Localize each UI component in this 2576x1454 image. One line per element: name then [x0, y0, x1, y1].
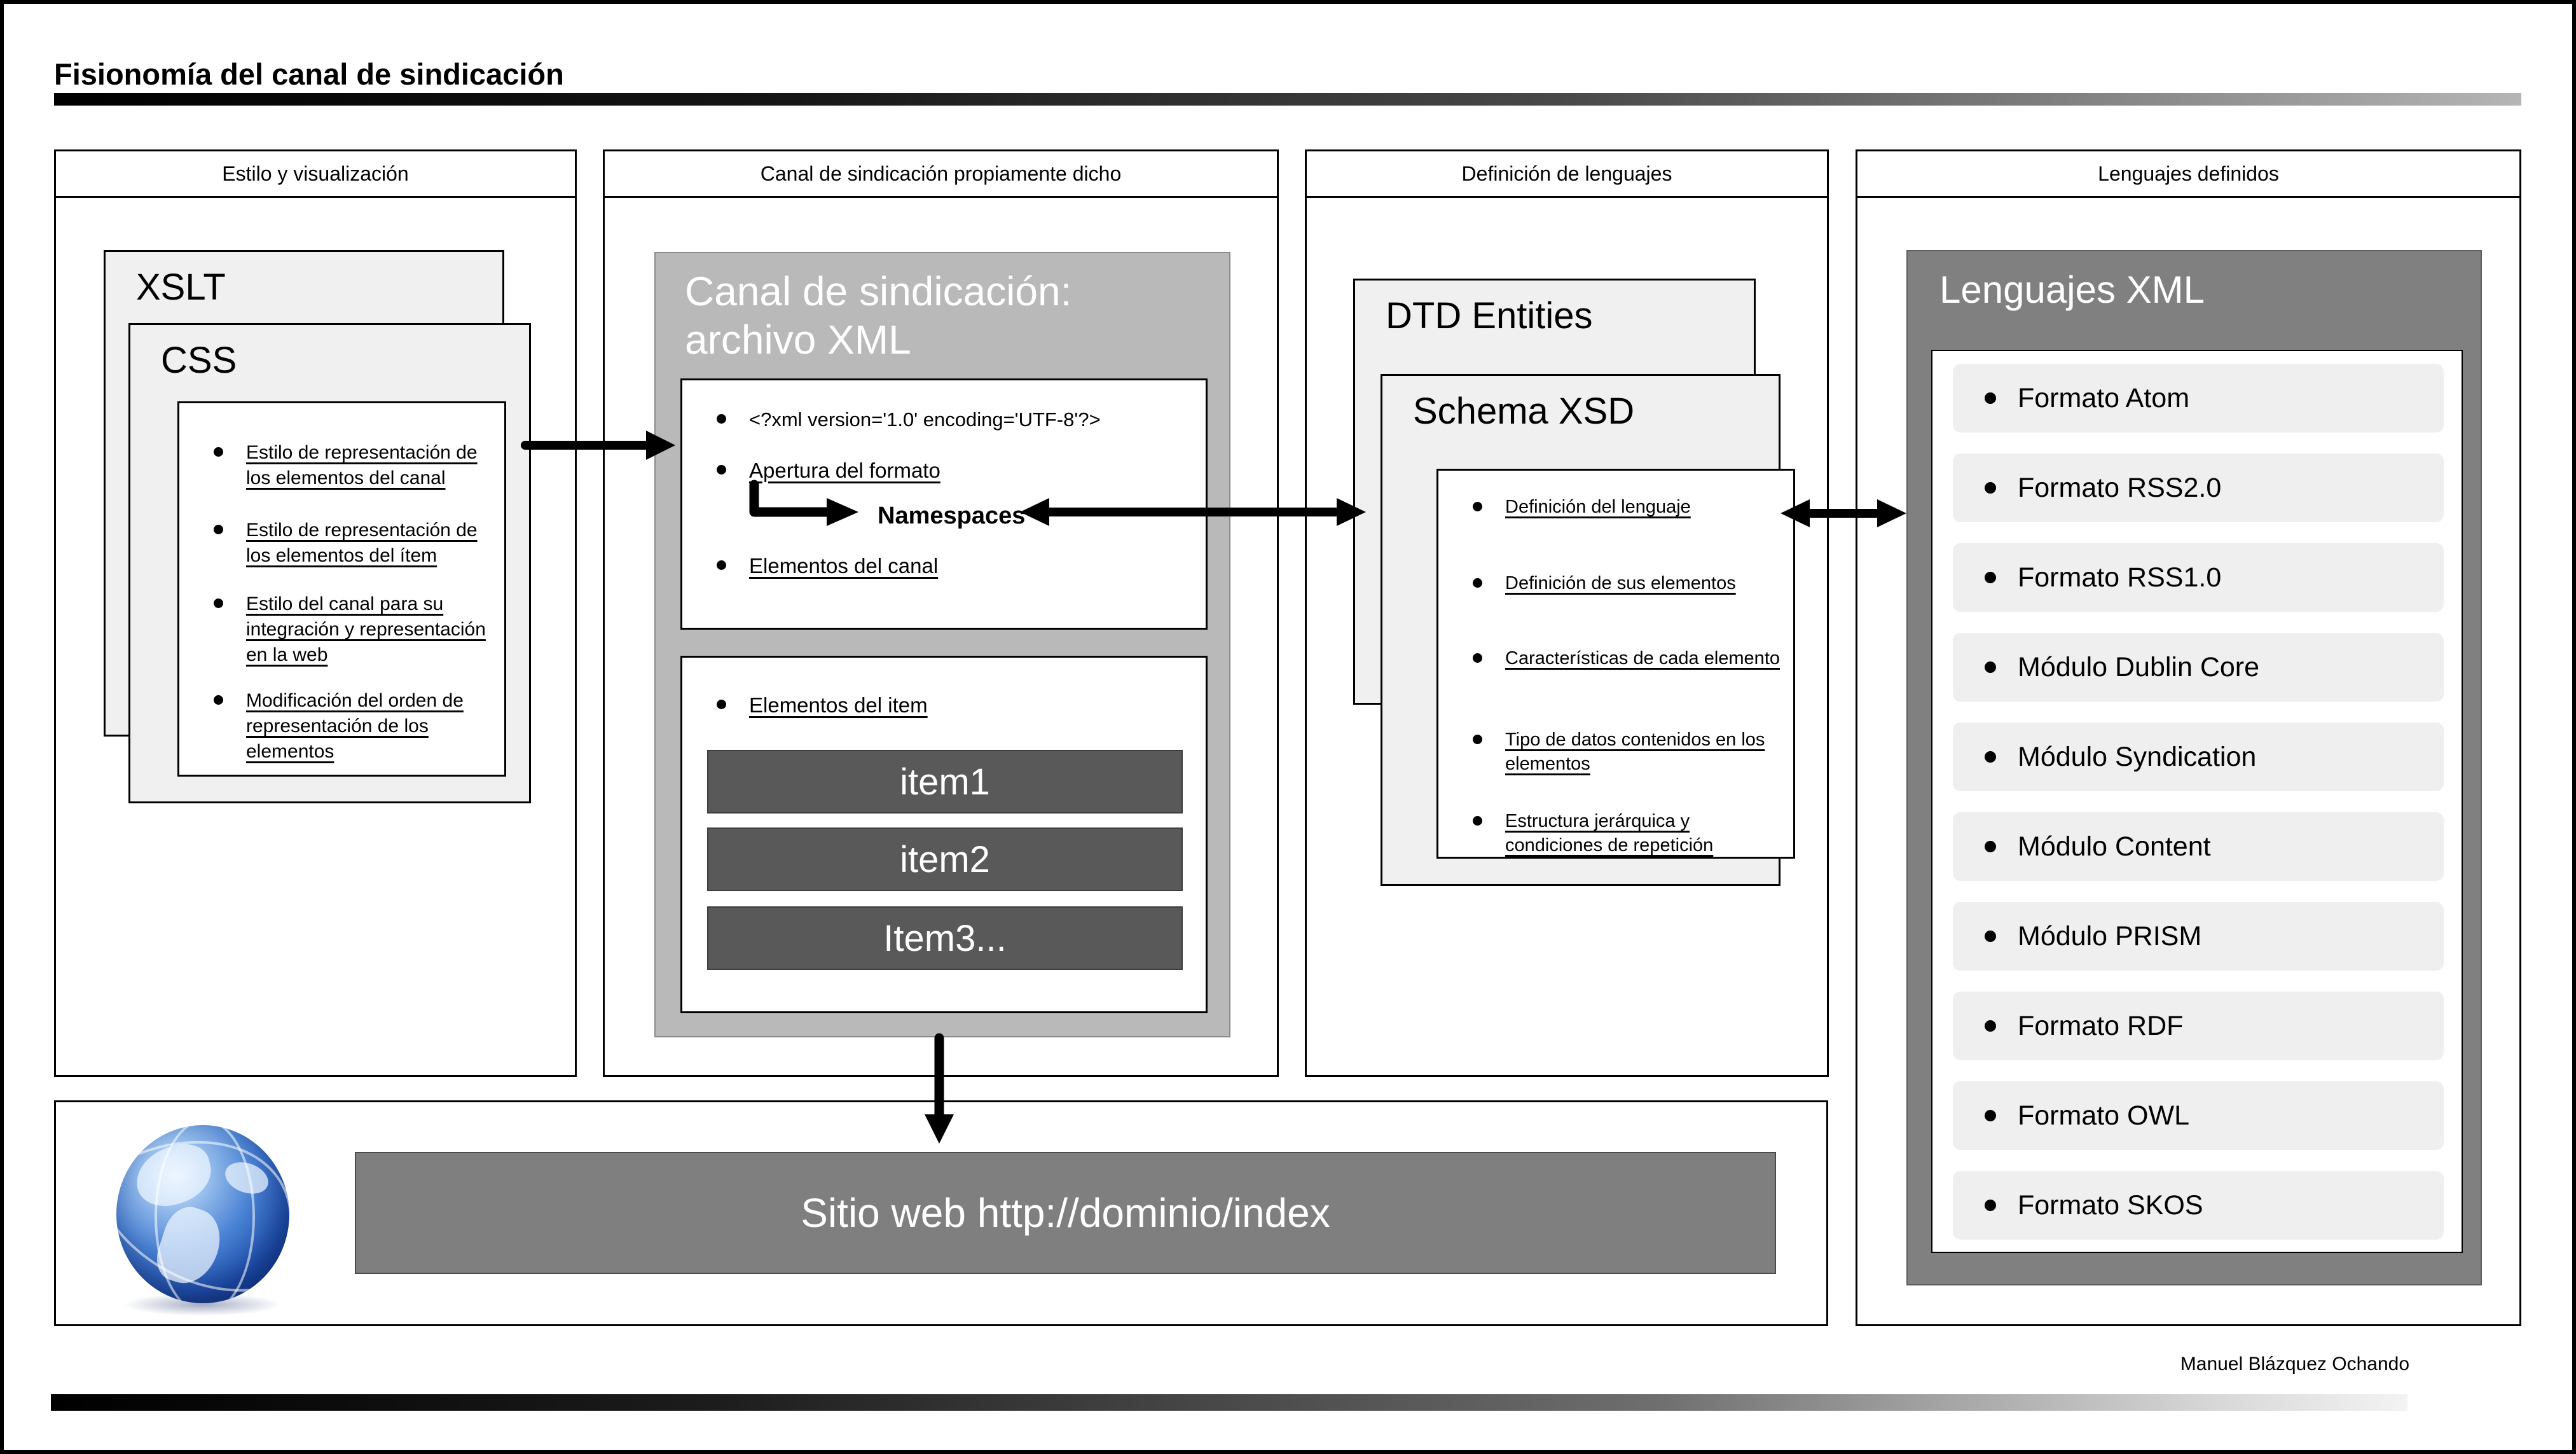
list-item: Formato OWL: [1953, 1081, 2444, 1150]
item-elements-box: Elementos del item item1 item2 Item3...: [680, 656, 1208, 1013]
panel-definicion-lenguajes: Definición de lenguajes DTD Entities Sch…: [1305, 149, 1829, 1077]
dtd-entities-label: DTD Entities: [1386, 295, 1593, 336]
panel-lenguajes-header: Lenguajes definidos: [1857, 151, 2519, 198]
lenguajes-xml-label: Lenguajes XML: [1939, 268, 2205, 311]
css-label: CSS: [161, 340, 237, 381]
list-item: Estilo de representación de los elemento…: [179, 518, 500, 569]
list-item: Formato SKOS: [1953, 1171, 2444, 1240]
canal-xml-box: Canal de sindicación: archivo XML <?xml …: [654, 252, 1230, 1037]
title-underline-bar: [54, 93, 2521, 106]
list-item: Formato RSS1.0: [1953, 543, 2444, 612]
list-item: <?xml version='1.0' encoding='UTF-8'?>: [682, 407, 1185, 433]
list-item: Estructura jerárquica y condiciones de r…: [1438, 809, 1782, 857]
list-item: Formato RDF: [1953, 992, 2444, 1060]
xslt-label: XSLT: [136, 267, 226, 308]
list-item: Formato Atom: [1953, 364, 2444, 433]
panel-estilo-visualizacion: Estilo y visualización XSLT CSS Estilo d…: [54, 149, 577, 1077]
page-title: Fisionomía del canal de sindicación: [54, 57, 564, 92]
list-item: Definición de sus elementos: [1438, 571, 1782, 595]
canal-xml-title: Canal de sindicación: archivo XML: [685, 268, 1072, 363]
canal-elements-box: <?xml version='1.0' encoding='UTF-8'?> A…: [680, 378, 1208, 630]
schema-bullet-list: Definición del lenguaje Definición de su…: [1436, 469, 1795, 859]
list-item: Estilo del canal para su integración y r…: [179, 592, 500, 668]
list-item: Apertura del formato: [682, 458, 1185, 483]
item2-bar: item2: [707, 827, 1183, 891]
panel-definicion-header: Definición de lenguajes: [1307, 151, 1827, 198]
panel-canal-header: Canal de sindicación propiamente dicho: [605, 151, 1277, 198]
list-item: Definición del lenguaje: [1438, 495, 1782, 519]
list-item: Elementos del item: [682, 693, 1185, 718]
schema-xsd-label: Schema XSD: [1413, 391, 1635, 432]
list-item: Características de cada elemento: [1438, 646, 1782, 670]
list-item: Módulo PRISM: [1953, 902, 2444, 971]
css-bullet-list: Estilo de representación de los elemento…: [177, 401, 506, 777]
globe-shadow: [123, 1293, 282, 1316]
footer-gradient-bar: [51, 1394, 2407, 1411]
globe-icon: [116, 1125, 289, 1303]
list-item: Módulo Dublin Core: [1953, 633, 2444, 702]
panel-canal-sindicacion: Canal de sindicación propiamente dicho C…: [603, 149, 1279, 1077]
sitio-web-bar: Sitio web http://dominio/index: [355, 1152, 1776, 1274]
sitio-web-panel: Sitio web http://dominio/index: [54, 1100, 1828, 1326]
author-credit: Manuel Blázquez Ochando: [2180, 1354, 2409, 1374]
lenguajes-list: Formato Atom Formato RSS2.0 Formato RSS1…: [1931, 350, 2463, 1253]
item1-bar: item1: [707, 750, 1183, 814]
list-item: Módulo Content: [1953, 812, 2444, 881]
item3-bar: Item3...: [707, 906, 1183, 970]
list-item: Tipo de datos contenidos en los elemento…: [1438, 728, 1782, 776]
panel-lenguajes-definidos: Lenguajes definidos Lenguajes XML Format…: [1856, 149, 2521, 1326]
list-item: Elementos del canal: [682, 553, 1185, 579]
list-item: Formato RSS2.0: [1953, 454, 2444, 522]
panel-estilo-header: Estilo y visualización: [56, 151, 575, 198]
list-item: Estilo de representación de los elemento…: [179, 440, 500, 491]
list-item: Módulo Syndication: [1953, 723, 2444, 791]
schema-xsd-box: Schema XSD Definición del lenguaje Defin…: [1381, 374, 1795, 886]
lenguajes-xml-box: Lenguajes XML Formato Atom Formato RSS2.…: [1906, 250, 2482, 1285]
list-item: Modificación del orden de representación…: [179, 688, 500, 765]
namespaces-label: Namespaces: [878, 502, 1026, 529]
